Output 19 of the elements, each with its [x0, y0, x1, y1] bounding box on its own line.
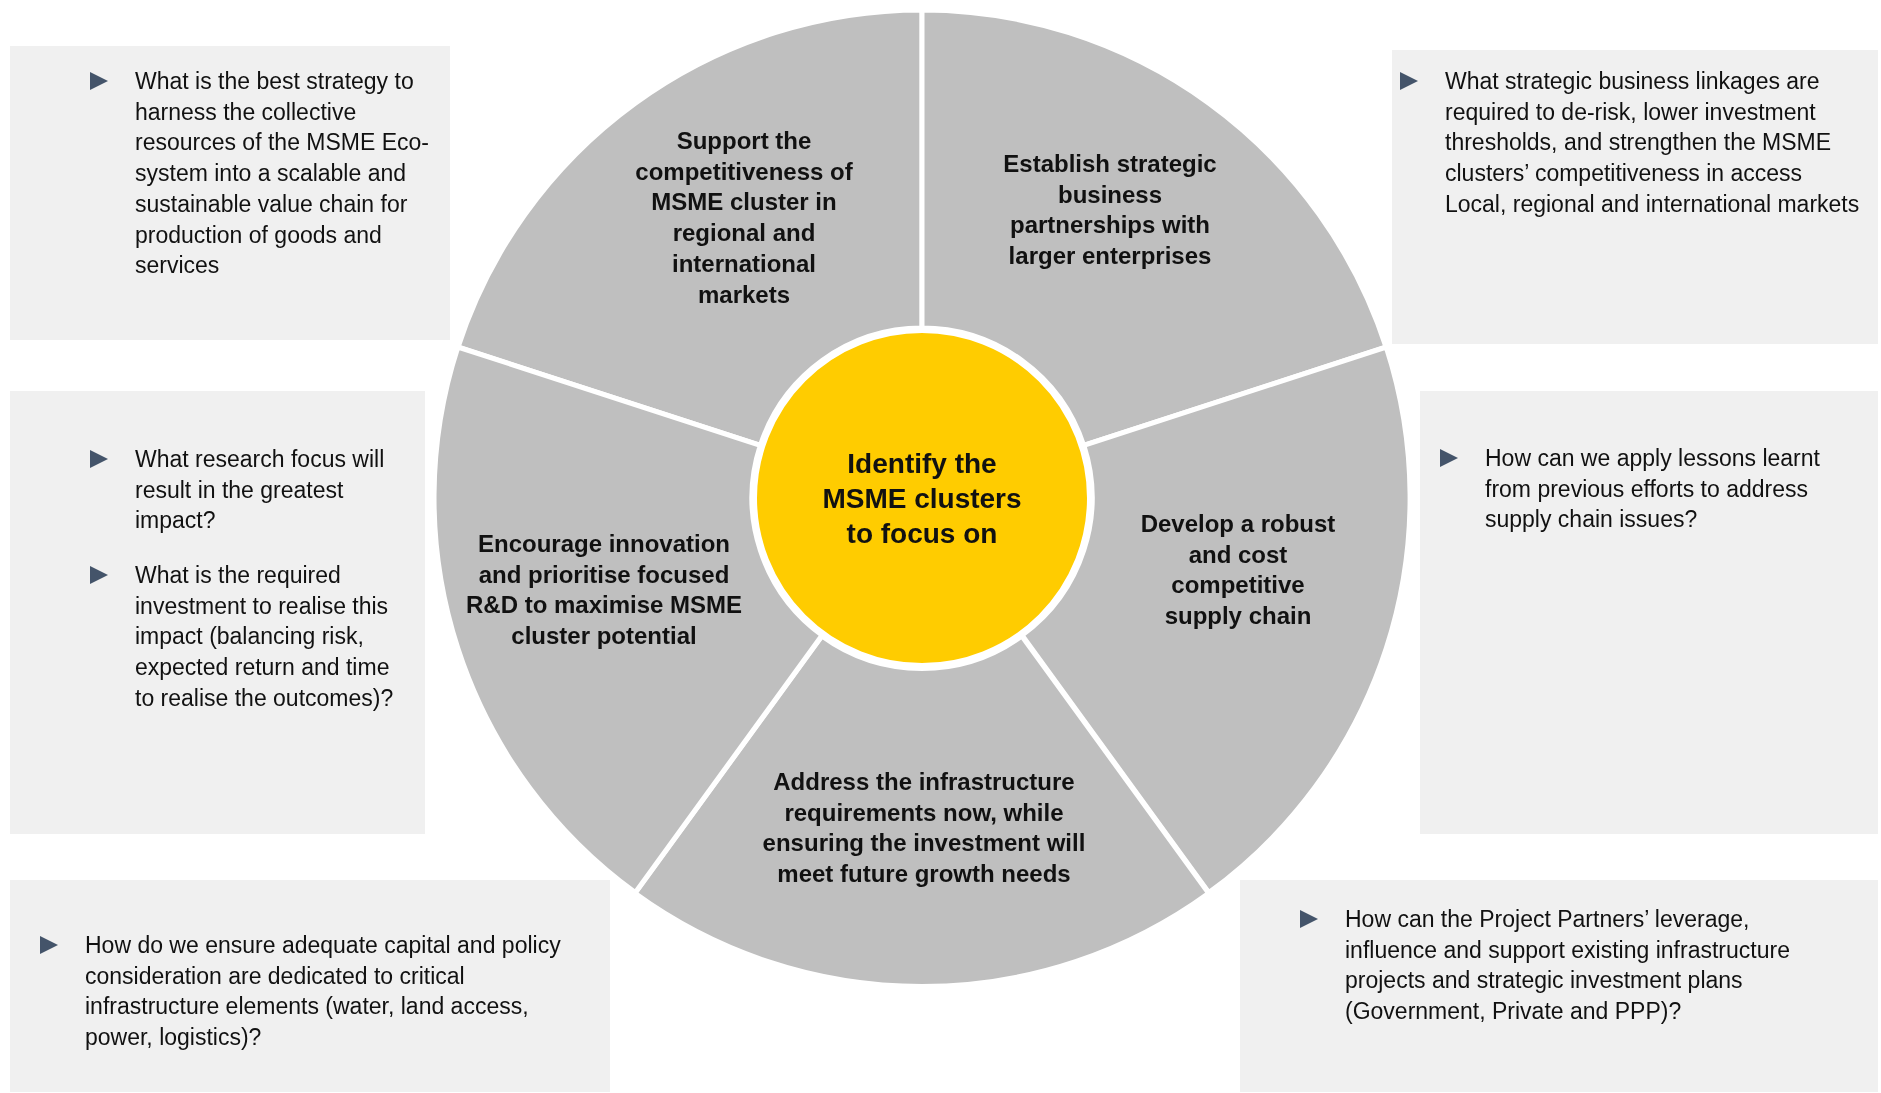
question-text: How can the Project Partners’ leverage, influence and support existing infrastructure projects and strategic investment plans (Government, Private and PPP)?: [1345, 905, 1791, 1027]
segment-label: Establish strategic business partnerships with larger enterprises: [1002, 148, 1218, 271]
question-panel: [10, 46, 450, 340]
question-panel: [1240, 880, 1878, 1092]
question-text: What is the required investment to realise this impact (balancing risk, expected return and time to realise the outcomes)?: [135, 561, 395, 713]
question-panel: [10, 880, 610, 1092]
question-text: What strategic business linkages are required to de-risk, lower investment thresholds, and strengthen the MSME clusters’ competitiveness in access Local, regional and international markets: [1445, 67, 1861, 219]
question-text: How can we apply lessons learnt from previous efforts to address supply chain issues?: [1485, 444, 1821, 535]
segment-label: Encourage innovation and prioritise focused R&D to maximise MSME cluster potential: [464, 528, 744, 651]
center-label: Identify the MSME clusters to focus on: [821, 446, 1023, 551]
question-text: How do we ensure adequate capital and policy consideration are dedicated to critical infrastructure elements (water, land access, power, logistics)?: [85, 931, 562, 1053]
question-text: What is the best strategy to harness the collective resources of the MSME Eco-system into a scalable and sustainable value chain for production of goods and services: [135, 67, 430, 281]
question-text: What research focus will result in the greatest impact?: [135, 445, 386, 536]
segment-label: Address the infrastructure requirements now, while ensuring the investment will meet future growth needs: [761, 766, 1087, 889]
segment-label: Develop a robust and cost competitive supply chain: [1139, 508, 1337, 631]
question-panel: [1392, 50, 1878, 344]
question-panel: [10, 391, 425, 834]
question-panel: [1420, 391, 1878, 834]
segment-label: Support the competitiveness of MSME cluster in regional and international markets: [634, 125, 854, 310]
